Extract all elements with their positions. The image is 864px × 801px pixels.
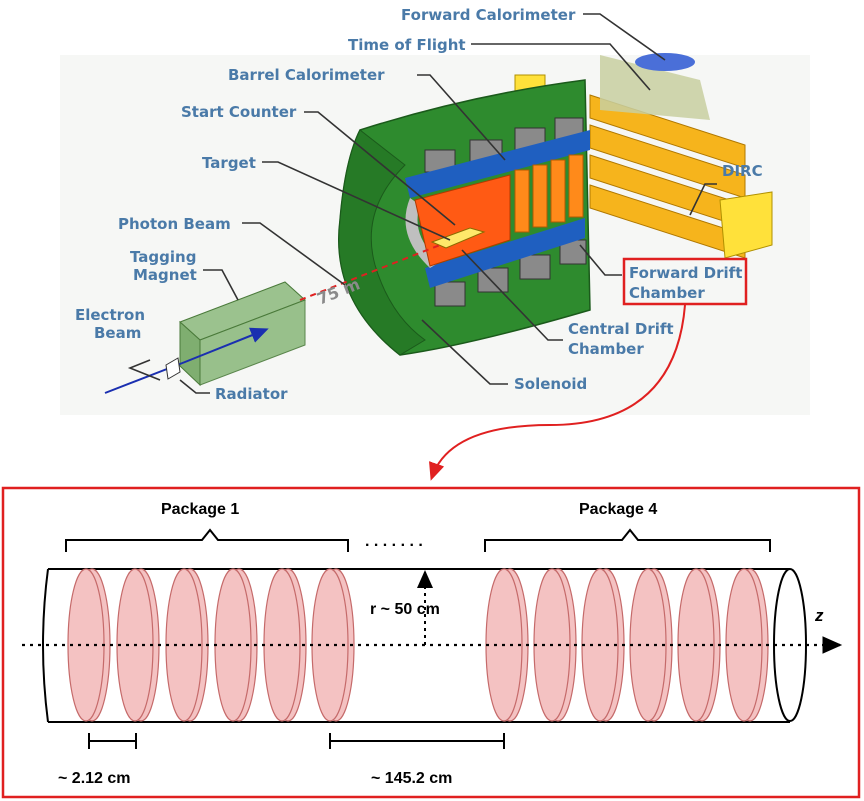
label-solenoid: Solenoid bbox=[514, 375, 587, 393]
detector-illustration: 75 m Forward Calorimeter Time of Flight … bbox=[60, 6, 810, 481]
label-tagging-magnet-1: Tagging bbox=[130, 248, 196, 266]
barrel-calorimeter-bottom bbox=[425, 218, 585, 288]
label-central-drift-1: Central Drift bbox=[568, 320, 674, 338]
label-tagging-magnet-2: Magnet bbox=[133, 266, 197, 284]
package-ellipsis: . . . . . . . bbox=[365, 533, 423, 550]
zoom-connector-arrow bbox=[429, 304, 686, 481]
label-start-counter: Start Counter bbox=[181, 103, 297, 121]
package-1-label: Package 1 bbox=[161, 501, 239, 518]
leader-lines bbox=[127, 13, 717, 394]
package-gap-label: ~ 145.2 cm bbox=[371, 770, 452, 787]
radiator-foil bbox=[165, 357, 181, 380]
dirc-bars bbox=[514, 74, 773, 259]
time-of-flight-plate bbox=[600, 55, 710, 120]
z-axis-label: z bbox=[814, 606, 824, 625]
forward-drift-packages bbox=[514, 154, 584, 233]
package-4-label: Package 4 bbox=[579, 501, 657, 518]
photon-beam-line bbox=[299, 244, 441, 301]
cylinder-left-end bbox=[42, 568, 49, 723]
label-forward-drift-1: Forward Drift bbox=[629, 264, 742, 282]
label-central-drift-2: Chamber bbox=[568, 340, 644, 358]
fdc-schematic: Package 1 Package 4 . . . . . . . bbox=[1, 486, 861, 799]
label-radiator: Radiator bbox=[215, 385, 288, 403]
electron-beam-line bbox=[104, 327, 269, 394]
label-electron-beam-1: Electron bbox=[75, 306, 145, 324]
solenoid-front-arc bbox=[338, 129, 426, 356]
package-gap-bar bbox=[329, 733, 505, 749]
target-cell bbox=[430, 227, 486, 249]
solenoid-bottom-windows bbox=[434, 239, 587, 307]
inner-bore bbox=[405, 198, 440, 268]
label-photon-beam: Photon Beam bbox=[118, 215, 231, 233]
label-barrel-calorimeter: Barrel Calorimeter bbox=[228, 66, 385, 84]
package-1-brace bbox=[65, 528, 349, 552]
cell-spacing-bar bbox=[88, 733, 137, 749]
cell-spacing-label: ~ 2.12 cm bbox=[58, 770, 131, 787]
label-forward-calorimeter: Forward Calorimeter bbox=[401, 6, 576, 24]
label-forward-drift-2: Chamber bbox=[629, 284, 705, 302]
label-dirc: DIRC bbox=[722, 162, 763, 180]
label-target: Target bbox=[202, 154, 256, 172]
forward-drift-highlight-box bbox=[622, 257, 748, 306]
forward-calorimeter-disc bbox=[635, 53, 695, 71]
package-4-brace bbox=[484, 528, 771, 552]
radius-label: r ~ 50 cm bbox=[370, 601, 440, 618]
barrel-calorimeter-top bbox=[405, 130, 590, 198]
label-time-of-flight: Time of Flight bbox=[348, 36, 466, 54]
label-electron-beam-2: Beam bbox=[94, 324, 141, 342]
